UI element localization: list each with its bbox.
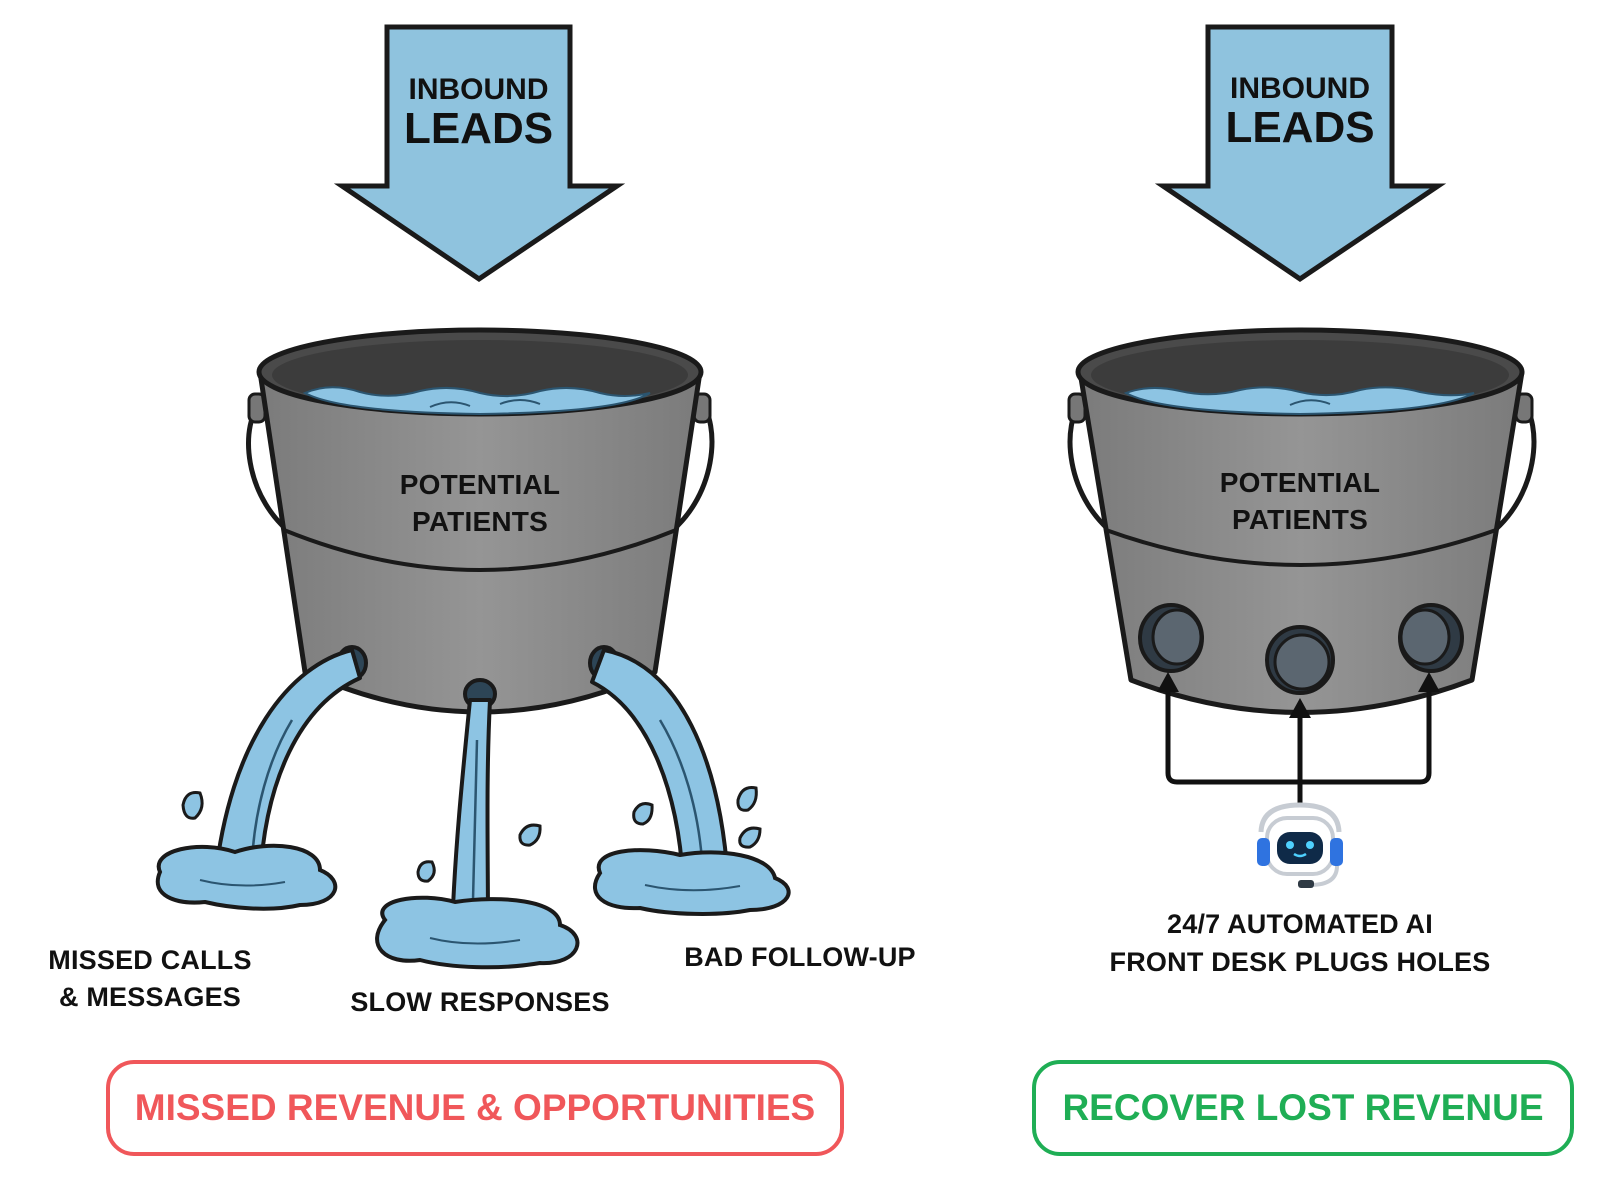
right-arrow-line1: INBOUND [1230, 72, 1370, 105]
right-plug-2 [1265, 625, 1335, 695]
right-arrow-line2: LEADS [1225, 102, 1375, 152]
ai-caption-line2: FRONT DESK PLUGS HOLES [1109, 947, 1491, 977]
ai-connector-arrowheads [1157, 672, 1440, 718]
left-puddle-2 [375, 895, 580, 970]
ai-connector-arrows [1165, 684, 1432, 806]
left-bucket-water [302, 386, 651, 416]
left-droplets [181, 786, 762, 883]
left-puddle-1 [155, 843, 338, 911]
right-bucket-line2: PATIENTS [1232, 504, 1368, 535]
right-plug-1 [1138, 603, 1204, 673]
right-bucket-label: POTENTIAL PATIENTS [1150, 464, 1450, 538]
left-stream-2 [450, 698, 492, 932]
ai-caption-line1: 24/7 AUTOMATED AI [1167, 909, 1433, 939]
robot-headset-icon [1257, 802, 1343, 888]
ai-caption: 24/7 AUTOMATED AI FRONT DESK PLUGS HOLES [1080, 905, 1520, 981]
left-bucket-line2: PATIENTS [412, 506, 548, 537]
left-panel [155, 24, 791, 970]
right-inbound-arrow [1154, 24, 1447, 283]
leak-missed-calls: MISSED CALLS & MESSAGES [20, 942, 280, 1016]
outcome-recover-revenue: RECOVER LOST REVENUE [1032, 1060, 1574, 1156]
left-bucket-line1: POTENTIAL [399, 469, 561, 500]
left-bucket-label: POTENTIAL PATIENTS [330, 466, 630, 540]
left-puddle-3 [593, 848, 791, 916]
left-stream-3 [590, 648, 730, 882]
leak-bad-follow-up: BAD FOLLOW-UP [684, 942, 916, 972]
left-arrow-label: INBOUND LEADS [387, 74, 570, 152]
right-arrow-label: INBOUND LEADS [1208, 73, 1392, 151]
right-panel [1067, 24, 1537, 888]
leak-missed-calls-line1: MISSED CALLS [48, 945, 252, 975]
left-arrow-line2: LEADS [403, 103, 554, 153]
left-inbound-arrow [333, 24, 626, 283]
outcome-missed-revenue-text: MISSED REVENUE & OPPORTUNITIES [134, 1087, 816, 1128]
right-bucket-line1: POTENTIAL [1219, 467, 1381, 498]
leak-missed-calls-line2: & MESSAGES [58, 982, 242, 1012]
left-arrow-line1: INBOUND [408, 73, 549, 106]
outcome-missed-revenue: MISSED REVENUE & OPPORTUNITIES [106, 1060, 844, 1156]
right-plug-3 [1398, 603, 1464, 673]
outcome-recover-revenue-text: RECOVER LOST REVENUE [1062, 1087, 1544, 1128]
leak-slow-responses: SLOW RESPONSES [350, 987, 610, 1017]
